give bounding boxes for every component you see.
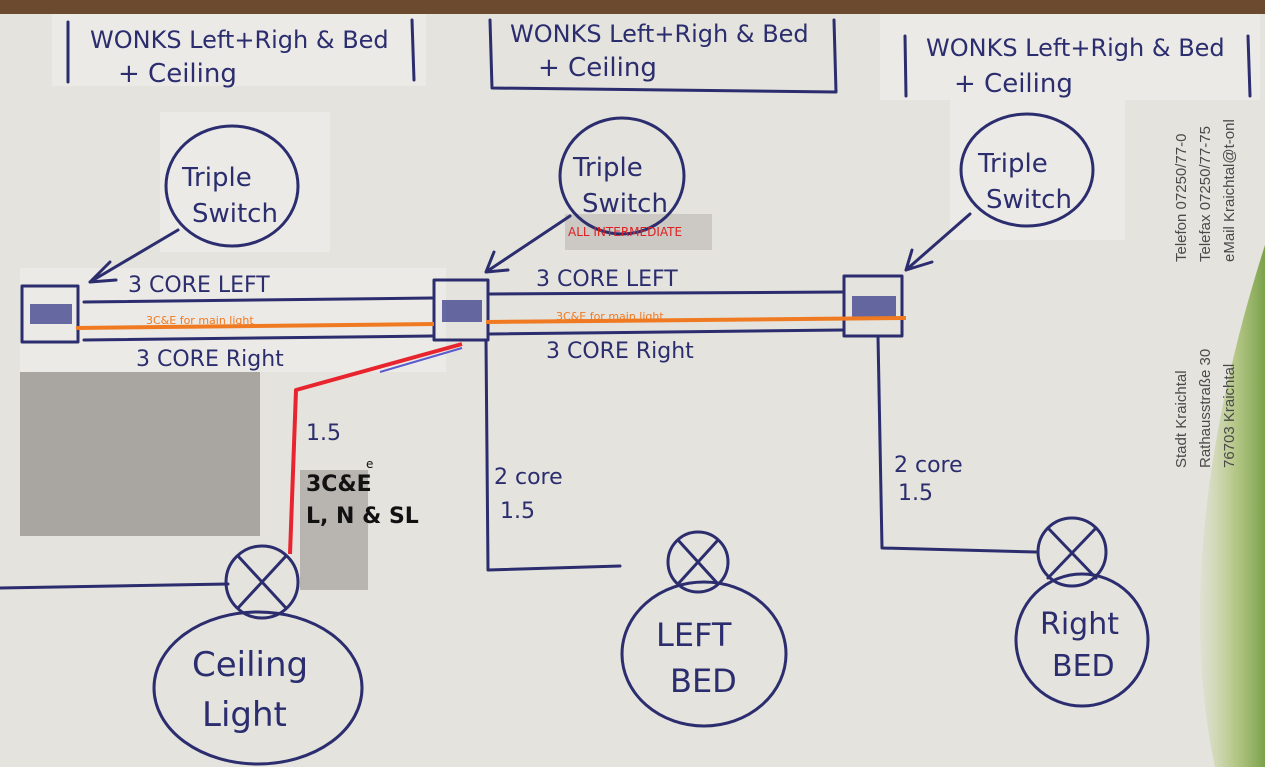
- left-bed-line2: BED: [670, 662, 737, 700]
- all-intermediate-label: ALL INTERMEDIATE: [568, 225, 682, 239]
- note-1-line1: WONKS Left+Righ & Bed: [90, 26, 389, 54]
- left-bed-size: 1.5: [500, 499, 535, 524]
- ceiling-lamp-symbol: [224, 544, 300, 620]
- note-patch-1: [52, 14, 426, 86]
- arrow-to-switch-2: [484, 214, 572, 274]
- right-bed-cable: [876, 334, 1038, 554]
- core-left-label-1: 3 CORE LEFT: [128, 273, 270, 298]
- switch-box-3: [842, 274, 904, 338]
- switch-module-1: [30, 304, 72, 324]
- note-1-line2: + Ceiling: [118, 59, 237, 89]
- triple-switch-circle-1: [164, 124, 300, 248]
- note-box-1: [66, 18, 416, 84]
- note-2-line2: + Ceiling: [538, 53, 657, 83]
- ceiling-light-line1: Ceiling: [192, 645, 308, 685]
- cable-left-bundle-1: [82, 296, 434, 342]
- switch-patch-1: [160, 112, 330, 252]
- ceiling-lamp-cross: [236, 554, 288, 610]
- left-bed-lamp-symbol: [666, 530, 730, 594]
- right-bed-circle: [1014, 572, 1150, 708]
- left-bed-circle: [620, 580, 788, 728]
- triple-switch-circle-3: [959, 112, 1095, 228]
- letterhead-street: Rathausstraße 30: [1197, 349, 1214, 468]
- ceiling-drop-conductors: L, N & SL: [306, 504, 419, 529]
- letterhead-org: Stadt Kraichtal: [1173, 370, 1190, 468]
- switch-box-2: [432, 278, 490, 342]
- left-bed-lamp-cross: [676, 538, 720, 586]
- ceiling-drop-cable: [288, 342, 463, 555]
- ceiling-drop-size: 1.5: [306, 421, 341, 446]
- left-bed-cable: [484, 338, 622, 572]
- letterhead-green-swoosh: [1200, 245, 1265, 767]
- ceiling-drop-core: 3C&E: [306, 472, 372, 497]
- left-bed-core: 2 core: [494, 465, 563, 490]
- core-left-label-2: 3 CORE LEFT: [536, 267, 678, 292]
- redaction-block-large: [20, 372, 260, 536]
- switch-module-3: [852, 296, 896, 318]
- switch-3-line2: Switch: [986, 185, 1072, 215]
- core-right-label-1: 3 CORE Right: [136, 347, 284, 372]
- cable-patch-1: [20, 268, 446, 372]
- switch-box-1: [20, 284, 80, 344]
- right-bed-core: 2 core: [894, 453, 963, 478]
- switch-2-line2: Switch: [582, 189, 668, 219]
- letterhead-city: 76703 Kraichtal: [1221, 364, 1238, 468]
- left-bed-line1: LEFT: [656, 616, 732, 654]
- note-3-line1: WONKS Left+Righ & Bed: [926, 34, 1225, 62]
- switch-module-2: [442, 300, 482, 322]
- ceiling-feed-line: [0, 582, 230, 590]
- ceiling-light-circle: [152, 610, 364, 766]
- core-right-label-2: 3 CORE Right: [546, 339, 694, 364]
- main-light-label-1: 3C&E for main light: [146, 314, 254, 327]
- note-box-2: [488, 18, 838, 94]
- arrow-to-switch-1: [88, 228, 180, 284]
- right-bed-line1: Right: [1040, 607, 1119, 642]
- arrow-to-switch-3: [904, 212, 972, 272]
- note-2-line1: WONKS Left+Righ & Bed: [510, 20, 809, 48]
- letterhead-phone: Telefon 07250/77-0: [1173, 134, 1190, 262]
- table-edge: [0, 0, 1265, 14]
- note-box-3: [903, 34, 1252, 98]
- right-bed-lamp-symbol: [1036, 516, 1108, 588]
- ceiling-drop-blue-trace: [379, 347, 463, 373]
- triple-switch-circle-2: [558, 116, 686, 236]
- note-3-line2: + Ceiling: [954, 69, 1073, 99]
- switch-3-line1: Triple: [977, 149, 1048, 179]
- letterhead-fax: Telefax 07250/77-75: [1197, 126, 1214, 262]
- note-patch-3: [880, 14, 1260, 100]
- main-light-label-2: 3C&E for main light: [556, 310, 664, 323]
- switch-patch-3: [950, 100, 1125, 240]
- right-bed-line2: BED: [1052, 649, 1115, 684]
- cable-left-bundle-2: [488, 290, 844, 336]
- right-bed-size: 1.5: [898, 481, 933, 506]
- ceiling-drop-core-sup: e: [366, 457, 373, 471]
- ceiling-light-line2: Light: [202, 695, 287, 735]
- switch-1-line1: Triple: [181, 163, 252, 193]
- letterhead-email: eMail Kraichtal@t-onl: [1221, 119, 1238, 262]
- redaction-block-small: [300, 470, 368, 590]
- main-light-cable-1: [75, 322, 435, 330]
- switch-2-line1: Triple: [572, 153, 643, 183]
- switch-1-line2: Switch: [192, 199, 278, 229]
- right-bed-lamp-cross: [1046, 526, 1098, 580]
- main-light-cable-2: [485, 316, 907, 324]
